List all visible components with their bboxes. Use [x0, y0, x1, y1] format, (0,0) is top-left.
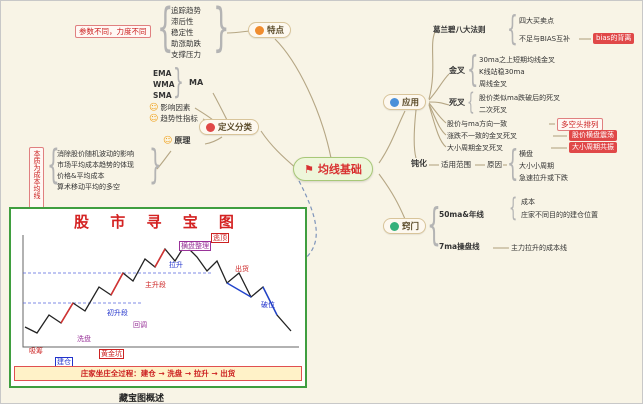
treasure-map-chart: [22, 235, 299, 348]
tedian-note[interactable]: 参数不同，力度不同: [75, 25, 151, 38]
branch-dingyi-label: 定义分类: [218, 123, 253, 133]
brace: {: [507, 143, 519, 184]
dingyi-extra[interactable]: ☺影响因素: [149, 103, 191, 113]
rule-row-right[interactable]: 多空头排列: [557, 118, 603, 131]
tedian-item[interactable]: 稳定性: [171, 28, 194, 37]
sicha-item[interactable]: 股价类似ma跌破后的死叉: [479, 94, 561, 102]
dingyi-icon: [206, 122, 215, 132]
scope-item[interactable]: 大小小周期: [519, 162, 554, 170]
brace: {: [157, 0, 174, 58]
dunhua-node[interactable]: 钝化: [411, 159, 427, 168]
tedian-icon: [255, 25, 264, 35]
brace: {: [507, 9, 518, 49]
ma-type[interactable]: WMA: [153, 80, 175, 89]
treasure-map-banner: 庄家坐庄全过程：建仓 → 洗盘 → 拉升 → 出货: [14, 366, 302, 381]
map-label: 横盘整理: [179, 241, 211, 251]
smiley-icon: ☺: [149, 114, 159, 124]
map-label: 初升段: [107, 309, 128, 317]
jincha-item[interactable]: 周线金叉: [479, 80, 507, 88]
map-label: 黄金坑: [99, 349, 124, 359]
brace: }: [173, 62, 184, 102]
tedian-item[interactable]: 助涨助跌: [171, 39, 201, 48]
treasure-map-caption: 藏宝图概述: [119, 394, 165, 404]
branch-dingyi[interactable]: 定义分类: [199, 119, 260, 135]
jincha-item[interactable]: K线站稳30ma: [479, 68, 525, 76]
qiaomen-icon: [390, 221, 399, 231]
jincha-node[interactable]: 金叉: [449, 66, 465, 75]
brace: }: [149, 142, 162, 188]
brace: }: [213, 0, 230, 58]
central-topic[interactable]: ⚑ 均线基础: [293, 157, 373, 181]
yuanli-item[interactable]: 价格&平均成本: [57, 172, 105, 180]
brace: {: [467, 49, 479, 90]
map-label: 出货: [235, 265, 249, 273]
rule-row-right[interactable]: 股价横盘震荡: [569, 130, 617, 141]
qiaomen-note[interactable]: 成本: [521, 198, 535, 206]
branch-tedian-label: 特点: [267, 26, 285, 36]
dingyi-extra[interactable]: ☺趋势性指标: [149, 114, 198, 124]
ma-node[interactable]: MA: [189, 78, 204, 87]
reason-node[interactable]: 原因: [487, 160, 502, 169]
scope-item[interactable]: 急速拉升或下跌: [519, 174, 568, 182]
scope-item[interactable]: 横盘: [519, 150, 533, 158]
qiaomen-note[interactable]: 主力拉升的成本线: [511, 244, 567, 252]
rule-row-right[interactable]: 大小周期共振: [569, 142, 617, 153]
brace: {: [47, 142, 60, 188]
ma-type[interactable]: EMA: [153, 69, 172, 78]
map-label: 洗盘: [77, 335, 91, 343]
sicha-node[interactable]: 死叉: [449, 98, 465, 107]
map-label: 主升段: [145, 281, 166, 289]
smiley-icon: ☺: [149, 103, 159, 113]
tedian-item[interactable]: 追踪趋势: [171, 6, 201, 15]
sicha-item[interactable]: 二次死叉: [479, 106, 507, 114]
gelanbi-item[interactable]: 不足与BIAS互补: [519, 35, 571, 43]
qiaomen-line1[interactable]: 50ma&年线: [439, 210, 484, 219]
brace: {: [467, 88, 475, 116]
smiley-icon: ☺: [163, 136, 173, 146]
branch-yingyong[interactable]: 应用: [383, 94, 427, 110]
map-label: 逃顶: [211, 233, 229, 243]
gelanbi-highlight[interactable]: bias的背离: [593, 33, 635, 44]
yuanli-node[interactable]: ☺原理: [163, 136, 191, 146]
gelanbi-node[interactable]: 葛兰碧八大法则: [433, 25, 486, 34]
map-label: 拉升: [169, 261, 183, 269]
map-label: 破位: [261, 301, 275, 309]
rule-row-left[interactable]: 涨跌不一致的金叉死叉: [447, 132, 517, 140]
central-topic-label: 均线基础: [317, 163, 362, 176]
tedian-item[interactable]: 滞后性: [171, 17, 194, 26]
jincha-item[interactable]: 30ma之上短期均线金叉: [479, 56, 556, 64]
brace: {: [509, 193, 518, 223]
gelanbi-item[interactable]: 四大买卖点: [519, 17, 554, 25]
map-label: 回调: [133, 321, 147, 329]
branch-qiaomen[interactable]: 窍门: [383, 218, 427, 234]
ma-type[interactable]: SMA: [153, 91, 172, 100]
tedian-item[interactable]: 支撑压力: [171, 50, 201, 59]
yuanli-item[interactable]: 算术移动平均的多空: [57, 183, 120, 191]
branch-yingyong-label: 应用: [402, 98, 420, 108]
scope-node[interactable]: 适用范围: [441, 160, 471, 169]
yuanli-item[interactable]: 市场平均成本趋势的体现: [57, 161, 134, 169]
map-label: 吸筹: [29, 347, 43, 355]
brace: {: [427, 199, 441, 250]
treasure-map-title: 股 市 寻 宝 图: [74, 213, 242, 231]
rule-row-left[interactable]: 股价与ma方向一致: [447, 120, 508, 128]
qiaomen-note[interactable]: 庄家不同目的的建仓位置: [521, 211, 598, 219]
yuanli-item[interactable]: 消除股价随机波动的影响: [57, 150, 134, 158]
branch-qiaomen-label: 窍门: [402, 222, 420, 232]
rule-row-left[interactable]: 大小周期金叉死叉: [447, 144, 503, 152]
treasure-map-image[interactable]: 股 市 寻 宝 图 吸筹 建仓 洗盘 黄金坑 初升段 回调 主升段 拉升 横盘整…: [9, 207, 307, 388]
yingyong-icon: [390, 97, 399, 107]
essence-box[interactable]: 本质为成本均线: [29, 147, 44, 215]
qiaomen-line2[interactable]: 7ma操盘线: [439, 242, 480, 251]
branch-tedian[interactable]: 特点: [248, 22, 292, 38]
flag-icon: ⚑: [304, 162, 314, 176]
